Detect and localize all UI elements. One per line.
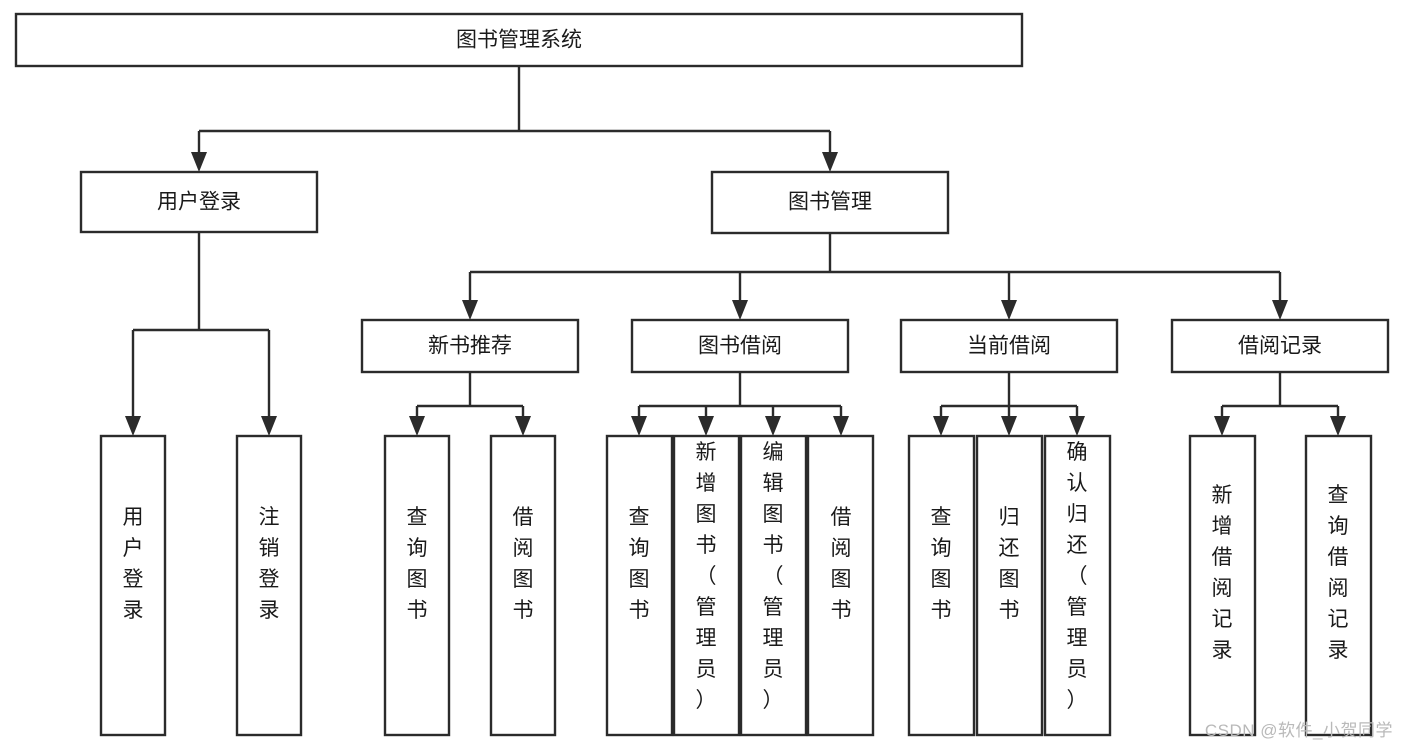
leaf-newbook-borrow-label: 借阅图书 xyxy=(513,506,534,622)
arrow-head-currentborrow-leaf-1 xyxy=(933,416,949,436)
node-user-login-box[interactable] xyxy=(79,170,319,234)
node-new-book-recommend[interactable]: 新书推荐 xyxy=(360,318,580,374)
leaf-newbook-query-box[interactable] xyxy=(383,434,451,737)
node-borrow-record-label: 借阅记录 xyxy=(1238,335,1322,358)
node-borrow-record[interactable]: 借阅记录 xyxy=(1170,318,1390,374)
leaf-node[interactable]: 新增图书（管理员） xyxy=(672,434,741,737)
leaf-bookborrow-query-box[interactable] xyxy=(605,434,674,737)
leaf-borrowrecord-query-label: 查询借阅记录 xyxy=(1328,484,1349,662)
node-borrow-record-box[interactable] xyxy=(1170,318,1390,374)
leaf-currentborrow-query-box[interactable] xyxy=(907,434,976,737)
leaf-logout-box[interactable] xyxy=(235,434,303,737)
arrow-head-currentborrow-leaf-2 xyxy=(1001,416,1017,436)
arrow-head-newbook-leaf-2 xyxy=(515,416,531,436)
leaf-bookborrow-borrow-label: 借阅图书 xyxy=(831,506,852,622)
node-root[interactable]: 图书管理系统 xyxy=(14,12,1024,68)
node-user-login-label: 用户登录 xyxy=(157,191,241,214)
node-user-login[interactable]: 用户登录 xyxy=(79,170,319,234)
leaf-node[interactable]: 确认归还（管理员） xyxy=(1043,434,1112,737)
leaf-currentborrow-confirm-label: 确认归还（管理员） xyxy=(1067,441,1088,712)
leaf-bookborrow-borrow-box[interactable] xyxy=(806,434,875,737)
leaf-node[interactable]: 注销登录 xyxy=(235,434,303,737)
leaf-user-login-box[interactable] xyxy=(99,434,167,737)
leaf-newbook-query-label: 查询图书 xyxy=(407,506,428,622)
leaf-node[interactable]: 查询图书 xyxy=(907,434,976,737)
node-root-box[interactable] xyxy=(14,12,1024,68)
arrow-head-leaf-logout xyxy=(261,416,277,436)
leaf-bookborrow-edit-label: 编辑图书（管理员） xyxy=(763,441,784,712)
arrow-head-bookborrow-leaf-1 xyxy=(631,416,647,436)
arrow-head-leaf-user-login xyxy=(125,416,141,436)
arrow-head-borrowrecord-leaf-1 xyxy=(1214,416,1230,436)
leaf-currentborrow-confirm-box[interactable] xyxy=(1043,434,1112,737)
node-book-borrow-box[interactable] xyxy=(630,318,850,374)
node-root-label: 图书管理系统 xyxy=(456,29,582,52)
node-book-management-label: 图书管理 xyxy=(788,191,872,214)
arrow-head-book-mgmt xyxy=(822,152,838,172)
leaf-node[interactable]: 查询图书 xyxy=(383,434,451,737)
leaf-borrowrecord-add-label: 新增借阅记录 xyxy=(1212,484,1233,662)
arrow-head-book-borrow xyxy=(732,300,748,320)
leaf-node[interactable]: 查询图书 xyxy=(605,434,674,737)
arrow-head-bookborrow-leaf-3 xyxy=(765,416,781,436)
leaf-currentborrow-return-label: 归还图书 xyxy=(999,506,1020,622)
node-current-borrow[interactable]: 当前借阅 xyxy=(899,318,1119,374)
arrow-head-current-borrow xyxy=(1001,300,1017,320)
leaf-bookborrow-edit-box[interactable] xyxy=(739,434,808,737)
arrow-head-user-login xyxy=(191,152,207,172)
arrow-head-new-book xyxy=(462,300,478,320)
arrow-head-newbook-leaf-1 xyxy=(409,416,425,436)
node-book-management[interactable]: 图书管理 xyxy=(710,170,950,235)
arrow-head-borrow-record xyxy=(1272,300,1288,320)
arrow-head-bookborrow-leaf-4 xyxy=(833,416,849,436)
leaf-user-login-label: 用户登录 xyxy=(123,506,144,622)
leaf-node[interactable]: 归还图书 xyxy=(975,434,1044,737)
arrow-head-borrowrecord-leaf-2 xyxy=(1330,416,1346,436)
leaf-borrowrecord-query-box[interactable] xyxy=(1304,434,1373,737)
node-book-management-box[interactable] xyxy=(710,170,950,235)
node-book-borrow-label: 图书借阅 xyxy=(698,335,782,358)
leaf-node[interactable]: 用户登录 xyxy=(99,434,167,737)
leaf-bookborrow-add-box[interactable] xyxy=(672,434,741,737)
arrow-head-bookborrow-leaf-2 xyxy=(698,416,714,436)
leaf-newbook-borrow-box[interactable] xyxy=(489,434,557,737)
node-new-book-recommend-box[interactable] xyxy=(360,318,580,374)
node-book-borrow[interactable]: 图书借阅 xyxy=(630,318,850,374)
leaf-node[interactable]: 借阅图书 xyxy=(806,434,875,737)
node-current-borrow-box[interactable] xyxy=(899,318,1119,374)
leaf-node[interactable]: 新增借阅记录 xyxy=(1188,434,1257,737)
node-new-book-recommend-label: 新书推荐 xyxy=(428,335,512,358)
leaf-bookborrow-query-label: 查询图书 xyxy=(629,506,650,622)
node-current-borrow-label: 当前借阅 xyxy=(967,335,1051,358)
leaf-currentborrow-query-label: 查询图书 xyxy=(931,506,952,622)
leaf-logout-label: 注销登录 xyxy=(259,506,280,622)
arrow-head-currentborrow-leaf-3 xyxy=(1069,416,1085,436)
leaf-borrowrecord-add-box[interactable] xyxy=(1188,434,1257,737)
connector-layer xyxy=(125,66,1346,436)
leaf-bookborrow-add-label: 新增图书（管理员） xyxy=(696,441,717,712)
leaf-node[interactable]: 查询借阅记录 xyxy=(1304,434,1373,737)
leaf-currentborrow-return-box[interactable] xyxy=(975,434,1044,737)
leaf-node[interactable]: 编辑图书（管理员） xyxy=(739,434,808,737)
leaf-node[interactable]: 借阅图书 xyxy=(489,434,557,737)
